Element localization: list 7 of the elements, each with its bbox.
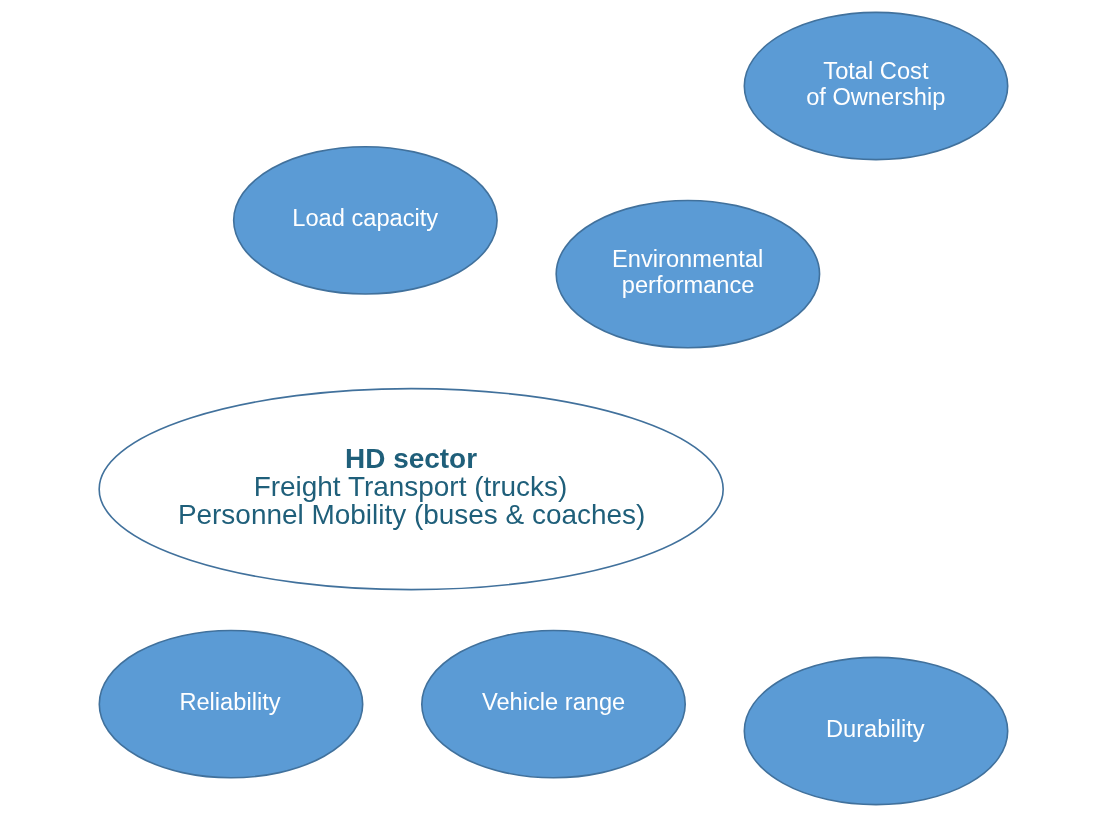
node-ellipse: Vehicle range — [420, 629, 686, 779]
node-ellipse: Total Cost of Ownership — [743, 11, 1008, 161]
node-ellipse: Durability — [743, 656, 1008, 806]
node-ellipse: Reliability — [98, 629, 363, 779]
node-ellipse: Load capacity — [232, 145, 498, 295]
node-ellipse: HD sector Freight Transport (trucks) Personnel Mobility (buses & coaches) — [97, 387, 724, 591]
node-ellipse: Environmental performance — [554, 199, 820, 349]
